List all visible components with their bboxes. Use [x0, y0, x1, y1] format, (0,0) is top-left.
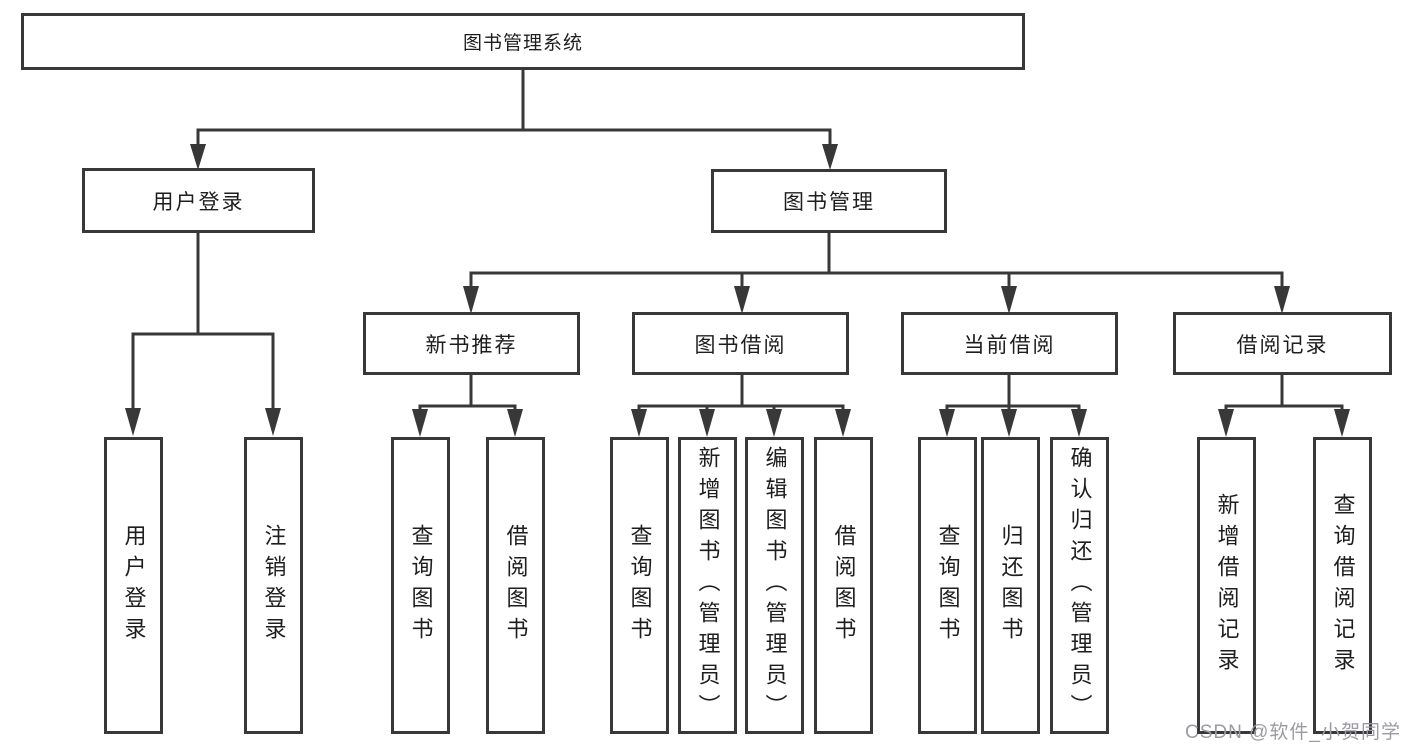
- arrow-icon: [463, 286, 479, 314]
- leaf-add-books-admin: 新增图书（管理员）: [678, 437, 737, 734]
- leaf-query-books-current: 查询图书: [918, 437, 977, 734]
- fork-current-borrow: [945, 374, 1081, 414]
- fork-user-login: [131, 232, 275, 414]
- arrow-icon: [190, 144, 206, 170]
- leaf-logout-label: 注销登录: [261, 523, 287, 648]
- leaf-add-borrow-record: 新增借阅记录: [1197, 437, 1256, 734]
- leaf-logout: 注销登录: [244, 437, 303, 734]
- arrow-icon: [1274, 286, 1290, 314]
- arrow-icon: [1001, 286, 1017, 314]
- arrow-icon: [265, 408, 281, 436]
- node-borrow-records-label: 借阅记录: [1236, 333, 1329, 357]
- node-current-borrow-label: 当前借阅: [963, 333, 1056, 357]
- arrow-icon: [1334, 409, 1350, 437]
- arrow-icon: [125, 408, 141, 436]
- node-borrow-records: 借阅记录: [1173, 312, 1392, 375]
- node-book-management-label: 图书管理: [783, 191, 875, 214]
- leaf-query-books-recommend-label: 查询图书: [408, 523, 434, 648]
- leaf-user-login: 用户登录: [104, 437, 163, 734]
- fork-borrow-records: [1224, 374, 1344, 414]
- leaf-edit-books-admin: 编辑图书（管理员）: [745, 437, 804, 734]
- leaf-borrow-books: 借阅图书: [814, 437, 873, 734]
- leaf-return-books-label: 归还图书: [998, 523, 1024, 648]
- node-root: 图书管理系统: [21, 13, 1025, 70]
- arrow-icon: [766, 409, 782, 437]
- leaf-borrow-books-label: 借阅图书: [831, 523, 857, 648]
- node-book-management: 图书管理: [711, 169, 947, 233]
- node-new-book-recommend-label: 新书推荐: [425, 333, 518, 357]
- watermark: CSDN @软件_小贺同学: [1185, 722, 1401, 743]
- leaf-query-borrow-record: 查询借阅记录: [1313, 437, 1372, 734]
- leaf-query-books-borrow: 查询图书: [610, 437, 669, 734]
- fork-book-borrow: [637, 374, 845, 414]
- arrow-icon: [507, 409, 523, 437]
- arrow-icon: [835, 409, 851, 437]
- leaf-confirm-return-admin-label: 确认归还（管理员）: [1067, 446, 1093, 725]
- arrow-icon: [1001, 409, 1017, 437]
- leaf-user-login-label: 用户登录: [121, 523, 147, 648]
- leaf-return-books: 归还图书: [981, 437, 1040, 734]
- leaf-add-books-admin-label: 新增图书（管理员）: [695, 446, 721, 725]
- fork-new-book: [418, 374, 517, 414]
- leaf-query-books-borrow-label: 查询图书: [627, 523, 653, 648]
- node-user-login: 用户登录: [82, 168, 315, 233]
- arrow-icon: [734, 286, 750, 314]
- arrow-icon: [822, 144, 838, 170]
- leaf-query-books-recommend: 查询图书: [391, 437, 450, 734]
- node-new-book-recommend: 新书推荐: [363, 312, 580, 375]
- leaf-edit-books-admin-label: 编辑图书（管理员）: [762, 446, 788, 725]
- arrow-icon: [939, 409, 955, 437]
- leaf-confirm-return-admin: 确认归还（管理员）: [1050, 437, 1109, 734]
- leaf-add-borrow-record-label: 新增借阅记录: [1214, 492, 1240, 679]
- leaf-query-books-current-label: 查询图书: [935, 523, 961, 648]
- node-book-borrow-label: 图书借阅: [694, 333, 787, 357]
- arrow-icon: [1218, 409, 1234, 437]
- node-root-label: 图书管理系统: [462, 33, 583, 54]
- leaf-query-borrow-record-label: 查询借阅记录: [1330, 492, 1356, 679]
- arrow-icon: [699, 409, 715, 437]
- node-user-login-label: 用户登录: [152, 190, 245, 214]
- node-current-borrow: 当前借阅: [901, 312, 1118, 375]
- arrow-icon: [1071, 409, 1087, 437]
- fork-root: [196, 69, 832, 152]
- leaf-borrow-books-recommend-label: 借阅图书: [503, 523, 529, 648]
- node-book-borrow: 图书借阅: [632, 312, 849, 375]
- leaf-borrow-books-recommend: 借阅图书: [486, 437, 545, 734]
- arrow-icon: [631, 409, 647, 437]
- arrow-icon: [412, 409, 428, 437]
- fork-book-management: [469, 232, 1284, 290]
